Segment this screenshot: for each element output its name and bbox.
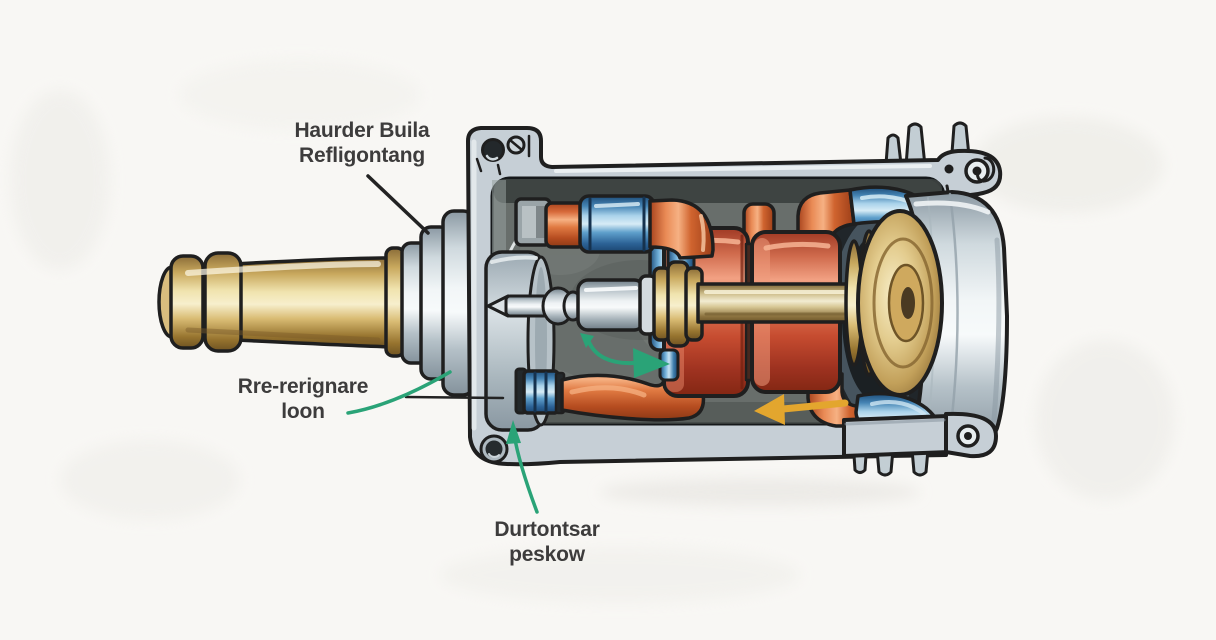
label-housing-line2: Refligontang — [299, 144, 425, 167]
shaft-barb-ring — [169, 254, 205, 350]
background-washes — [10, 60, 1175, 603]
shaft-assembly — [486, 260, 854, 348]
blue-ribbed-fitting — [522, 369, 560, 415]
cooling-fins-top — [884, 121, 972, 168]
yellow-flow-arrow — [754, 394, 849, 425]
bolt-hole — [481, 138, 505, 162]
leader-lines — [346, 174, 539, 514]
flange-step-rings — [400, 209, 476, 397]
label-shaft-line1: Rre-rerignare — [237, 375, 369, 398]
label-shaft-line2: loon — [281, 400, 325, 423]
input-shaft — [157, 246, 406, 358]
bolt-bottom-left — [479, 434, 509, 464]
upper-pipe — [514, 194, 715, 260]
label-housing-line1: Haurder Buila — [294, 119, 430, 142]
label-base-line1: Durtontsar — [494, 518, 600, 541]
top-label-leader-line — [366, 174, 430, 235]
bottom-rail — [842, 411, 998, 477]
flow-arrows — [580, 333, 849, 425]
pipe-elbow — [648, 198, 715, 260]
left-label-leader-line — [404, 395, 505, 400]
bell-hub — [844, 209, 944, 397]
label-base-line2: peskow — [509, 543, 585, 566]
green-flow-arrow — [580, 333, 670, 378]
left-label-green-curve — [346, 370, 452, 415]
label-housing: Haurder Buila Refligontang — [262, 118, 462, 168]
rotor-shaft — [696, 282, 854, 324]
label-shaft: Rre-rerignare loon — [203, 374, 403, 424]
label-base: Durtontsar peskow — [447, 517, 647, 567]
shaft-barb-ring — [203, 251, 243, 353]
green-leader-arrow — [506, 420, 539, 514]
